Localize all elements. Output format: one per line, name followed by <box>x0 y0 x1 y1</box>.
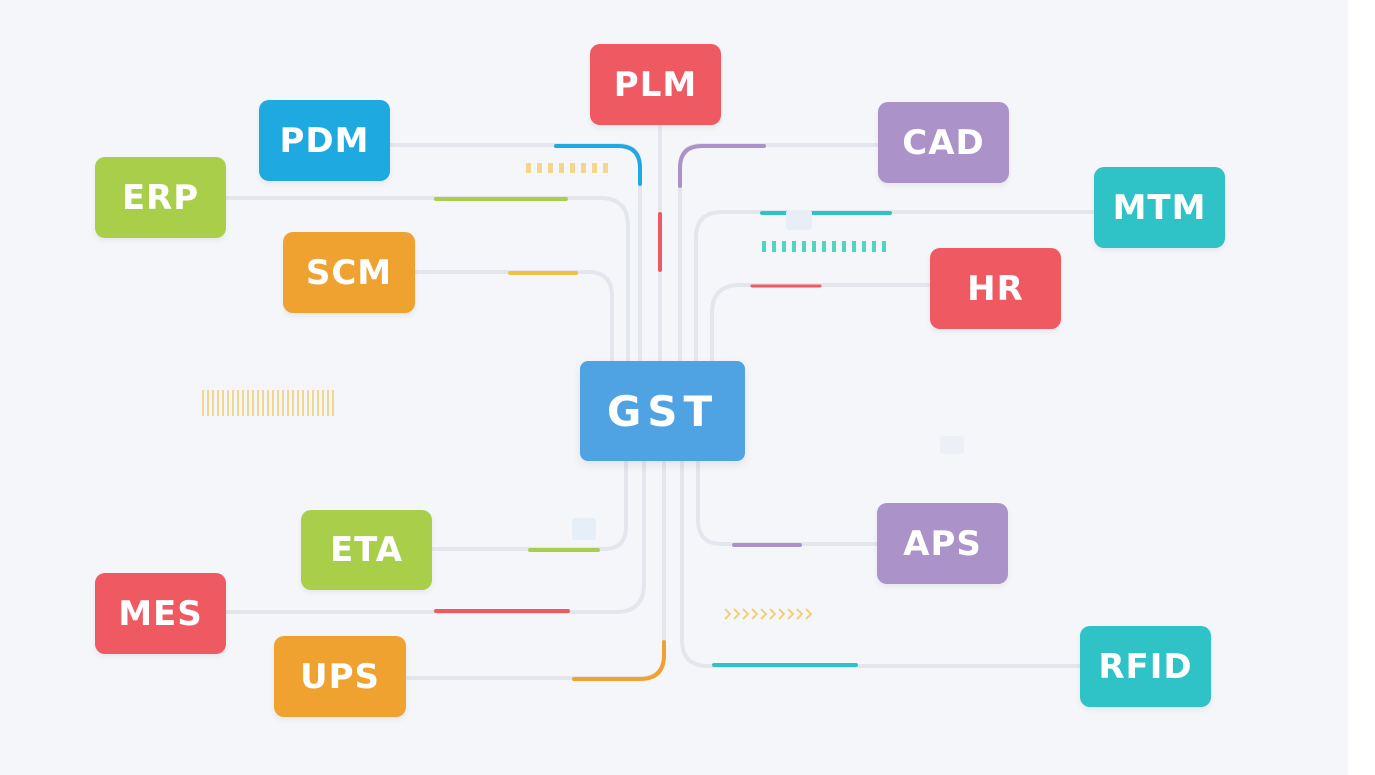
node-aps: APS <box>877 503 1008 584</box>
node-hr: HR <box>930 248 1061 329</box>
node-label: HR <box>967 268 1024 309</box>
node-label: MES <box>118 593 203 634</box>
deco-dashes-teal <box>762 241 886 252</box>
node-label: SCM <box>305 252 393 293</box>
highlight-pdm <box>554 144 642 186</box>
node-label: RFID <box>1098 646 1193 687</box>
highlight-cad <box>678 144 766 188</box>
node-pdm: PDM <box>259 100 390 181</box>
node-rfid: RFID <box>1080 626 1211 707</box>
node-label: ERP <box>121 177 200 218</box>
node-scm: SCM <box>283 232 415 313</box>
deco-chevrons-yellow <box>724 608 813 620</box>
deco-square <box>572 518 596 540</box>
node-label: CAD <box>902 122 985 163</box>
connector-eta <box>430 460 628 551</box>
node-ups: UPS <box>274 636 406 717</box>
node-plm: PLM <box>590 44 721 125</box>
deco-barcode-yellow <box>202 390 334 416</box>
node-erp: ERP <box>95 157 226 238</box>
node-label: MTM <box>1112 187 1207 228</box>
connector-rfid <box>680 460 1082 668</box>
node-label: APS <box>903 523 982 564</box>
node-cad: CAD <box>878 102 1009 183</box>
node-eta: ETA <box>301 510 432 590</box>
connector-hr <box>710 283 932 362</box>
connector-erp <box>224 196 630 362</box>
hub-gst: GST <box>580 361 745 461</box>
connector-mes <box>224 460 646 614</box>
connector-pdm <box>388 143 642 362</box>
connector-scm <box>413 270 614 362</box>
deco-square <box>786 210 812 230</box>
hub-label: GST <box>606 386 719 436</box>
node-label: PDM <box>279 120 370 161</box>
deco-square <box>940 436 964 454</box>
right-edge-strip <box>1348 0 1375 775</box>
connector-aps <box>696 460 879 546</box>
deco-dashes-yellow <box>526 163 608 173</box>
highlight-ups <box>572 640 666 681</box>
node-label: PLM <box>613 64 698 105</box>
connector-mtm <box>694 210 1096 362</box>
node-label: UPS <box>299 656 380 697</box>
node-label: ETA <box>329 530 404 570</box>
node-mtm: MTM <box>1094 167 1225 248</box>
node-mes: MES <box>95 573 226 654</box>
